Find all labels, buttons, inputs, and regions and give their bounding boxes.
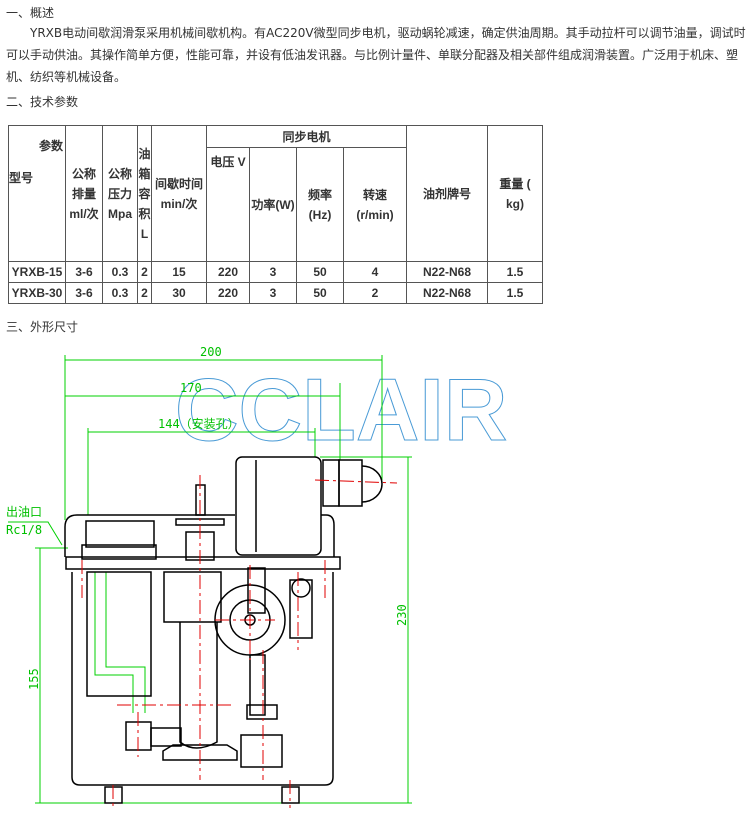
- header-pressure: 公称压力Mpa: [102, 125, 138, 262]
- spec-table: 参数 型号 公称排量ml/次 公称压力Mpa 油箱容积L 间歇时间 min/次 …: [8, 124, 543, 304]
- cell: 2: [137, 282, 152, 304]
- section-title-dimensions: 三、外形尺寸: [6, 320, 79, 334]
- header-interval: 间歇时间 min/次: [151, 125, 207, 262]
- pump-outline: [64, 456, 383, 804]
- cell: 220: [206, 282, 250, 304]
- header-oil: 油剂牌号: [406, 125, 488, 262]
- dim-155: 155: [27, 668, 41, 690]
- corner-top-label: 参数: [38, 139, 63, 153]
- dimension-drawing: CCLAIR 200 170 144（安装孔） 出油口 Rc1/8 155 23…: [6, 345, 508, 808]
- cell: 30: [151, 282, 207, 304]
- overview-paragraph: YRXB电动间歇润滑泵采用机械间歇机构。有AC220V微型同步电机，驱动蜗轮减速…: [6, 26, 746, 84]
- section-title-specs: 二、技术参数: [6, 95, 79, 109]
- corner-bottom-label: 型号: [9, 171, 34, 185]
- dimension-lines: [8, 355, 412, 804]
- header-power: 功率(W): [249, 147, 297, 262]
- corner-header: 参数 型号: [8, 125, 66, 262]
- cell: N22-N68: [406, 261, 488, 283]
- cell: 50: [296, 261, 344, 283]
- header-tank: 油箱容积L: [137, 125, 152, 262]
- header-displacement: 公称排量ml/次: [65, 125, 103, 262]
- cell: 15: [151, 261, 207, 283]
- cell: 3-6: [65, 261, 103, 283]
- dim-200: 200: [200, 345, 222, 359]
- cell: 4: [343, 261, 407, 283]
- dim-170: 170: [180, 381, 202, 395]
- header-frequency: 频率(Hz): [296, 147, 344, 262]
- dim-230: 230: [395, 604, 409, 626]
- outlet-thread: Rc1/8: [6, 523, 42, 537]
- cell: 3: [249, 282, 297, 304]
- watermark: CCLAIR: [175, 360, 507, 459]
- header-speed: 转速 (r/min): [343, 147, 407, 262]
- cell: N22-N68: [406, 282, 488, 304]
- cell: 0.3: [102, 261, 138, 283]
- cell: 2: [343, 282, 407, 304]
- cell: 50: [296, 282, 344, 304]
- section-title-overview: 一、概述: [6, 6, 55, 20]
- cell: 1.5: [487, 282, 543, 304]
- header-weight: 重量 ( kg): [487, 125, 543, 262]
- cell: 3: [249, 261, 297, 283]
- header-voltage: 电压 V: [206, 147, 250, 262]
- cell: 0.3: [102, 282, 138, 304]
- center-lines: [81, 475, 398, 808]
- cell: 2: [137, 261, 152, 283]
- header-motor-group: 同步电机: [206, 124, 407, 149]
- cell: YRXB-15: [8, 261, 66, 283]
- cell: YRXB-30: [8, 282, 66, 304]
- dim-144: 144（安装孔）: [158, 416, 240, 431]
- outlet-label: 出油口: [6, 505, 42, 519]
- cell: 3-6: [65, 282, 103, 304]
- cell: 1.5: [487, 261, 543, 283]
- cell: 220: [206, 261, 250, 283]
